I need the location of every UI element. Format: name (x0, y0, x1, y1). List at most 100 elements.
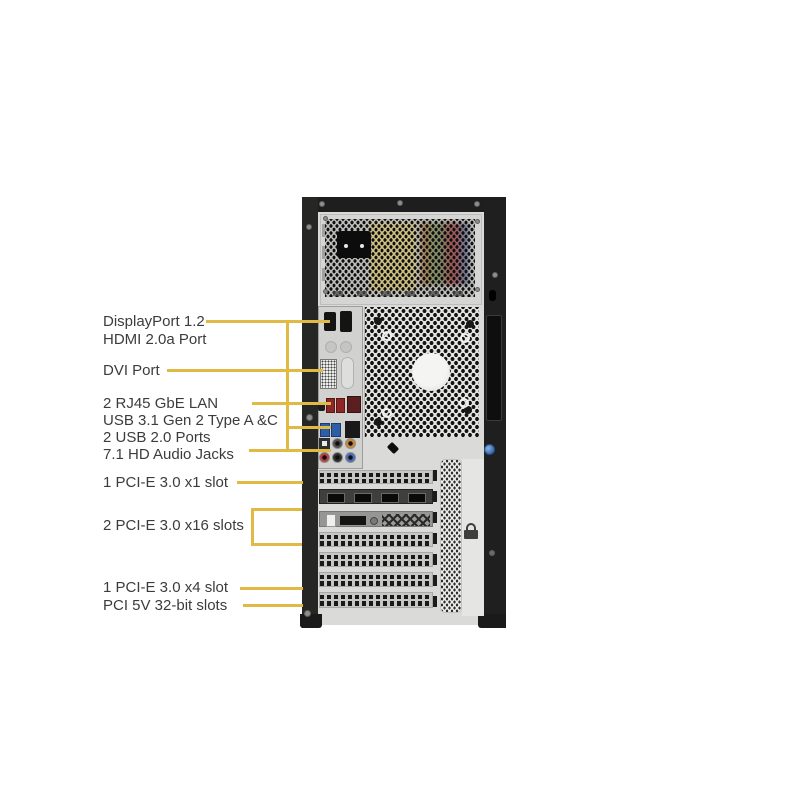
pci-slot-cover (319, 532, 433, 547)
callout-bracket-x16-vertical (251, 508, 254, 546)
pci-slot-cover (319, 470, 433, 484)
power-inlet (337, 231, 371, 258)
label-line: DisplayPort 1.2 (103, 313, 205, 330)
fan-hub (412, 353, 450, 391)
mini-displayport (354, 493, 372, 503)
audio-jack-black (332, 452, 343, 463)
chassis-left-frame (302, 197, 318, 628)
pci-slot-cover (319, 592, 433, 608)
fan-grille (364, 307, 479, 437)
lan-port (347, 396, 361, 413)
displayport (324, 312, 336, 331)
screw-icon (306, 414, 313, 421)
port-blank (341, 357, 354, 389)
lan-port (345, 421, 360, 438)
psu-side-vent (322, 224, 325, 237)
label-line: USB 3.1 Gen 2 Type A &C (103, 412, 278, 429)
screw-icon (323, 289, 328, 294)
expansion-card-quad-display (319, 489, 433, 504)
mini-displayport (381, 493, 399, 503)
label-pci-5v: PCI 5V 32-bit slots (103, 597, 227, 615)
callout-bracket-x16-bottom (251, 543, 302, 546)
callout-line-pci-5v (243, 604, 303, 607)
pci-slot-cover (319, 552, 433, 567)
fan-mount-screw (460, 333, 470, 343)
screw-icon (397, 200, 403, 206)
usb-port-blue (331, 423, 341, 437)
optical-audio-port (319, 438, 330, 449)
pci-slot-cover (319, 572, 433, 587)
power-inlet-pin (344, 244, 348, 248)
callout-line-displayport-hdmi (206, 320, 330, 323)
label-pcie-x4: 1 PCI-E 3.0 x4 slot (103, 579, 228, 597)
usb-port-red (326, 398, 335, 413)
fan-mount-screw (459, 398, 469, 408)
label-displayport-hdmi: DisplayPort 1.2 HDMI 2.0a Port (103, 313, 206, 349)
label-line: DVI Port (103, 362, 160, 379)
label-line: 2 RJ45 GbE LAN (103, 395, 219, 412)
screw-icon (319, 201, 325, 207)
expansion-card-dvi (319, 511, 433, 527)
chassis-foot-right (478, 614, 506, 628)
callout-bracket-x16-top (251, 508, 302, 511)
label-line: 2 PCI-E 3.0 x16 slots (103, 517, 244, 534)
audio-jack-orange (345, 438, 356, 449)
callout-line-dvi (167, 369, 323, 372)
fan-mount-screw (382, 408, 392, 418)
dvi-port (320, 359, 337, 389)
callout-line-usb3 (286, 426, 331, 429)
grille-hole (374, 317, 382, 325)
side-vent-strip (440, 459, 462, 613)
dvi-out-port (340, 516, 366, 525)
grille-hole (466, 320, 474, 328)
label-line: 7.1 HD Audio Jacks (103, 446, 234, 463)
fan-mount-screw (382, 331, 392, 341)
callout-line-pcie-x4 (240, 587, 303, 590)
audio-jack-gray (332, 438, 343, 449)
audio-jack-red (319, 452, 330, 463)
screw-icon (474, 201, 480, 207)
screw-icon (489, 550, 495, 556)
label-dvi: DVI Port (103, 362, 160, 380)
screw-icon (492, 272, 498, 278)
psu-label-strip (333, 291, 471, 296)
padlock-icon (466, 523, 476, 532)
screw-icon (475, 219, 480, 224)
label-rear-io: 2 RJ45 GbE LAN USB 3.1 Gen 2 Type A &C 2… (103, 395, 278, 463)
grille-hole (464, 406, 472, 414)
psu-side-vent (322, 246, 325, 259)
card-vent-mesh (382, 514, 430, 526)
slot-latch-rail (433, 470, 437, 610)
label-line: PCI 5V 32-bit slots (103, 597, 228, 614)
usb-port-red (336, 398, 345, 413)
label-line: HDMI 2.0a Port (103, 331, 207, 348)
hdmi-port (340, 311, 352, 332)
knockout-hole (340, 341, 352, 353)
label-pcie-x1: 1 PCI-E 3.0 x1 slot (103, 474, 228, 492)
security-slot (489, 290, 496, 301)
padlock-icon (464, 530, 478, 539)
psu-side-vent (322, 268, 325, 281)
callout-line-pcie-x1 (237, 481, 303, 484)
label-line: 1 PCI-E 3.0 x4 slot (103, 579, 229, 596)
label-line: 1 PCI-E 3.0 x1 slot (103, 474, 229, 491)
thumbscrew-blue (484, 444, 495, 455)
chassis-top-frame (302, 197, 506, 212)
screw-icon (475, 287, 480, 292)
round-connector (370, 517, 378, 525)
side-panel-handle (486, 315, 502, 421)
screw-icon (304, 610, 311, 617)
callout-line-audio (249, 449, 331, 452)
callout-trunk-vertical (286, 320, 289, 452)
screw-icon (323, 216, 328, 221)
power-inlet-pin (360, 244, 364, 248)
usb-port-blue (320, 423, 330, 437)
knockout-hole (325, 341, 337, 353)
chassis-foot-left (300, 614, 322, 628)
grille-hole (374, 418, 382, 426)
audio-jack-blue (345, 452, 356, 463)
mini-displayport (408, 493, 426, 503)
callout-line-lan-usb2 (252, 402, 331, 405)
label-line: 2 USB 2.0 Ports (103, 429, 211, 446)
